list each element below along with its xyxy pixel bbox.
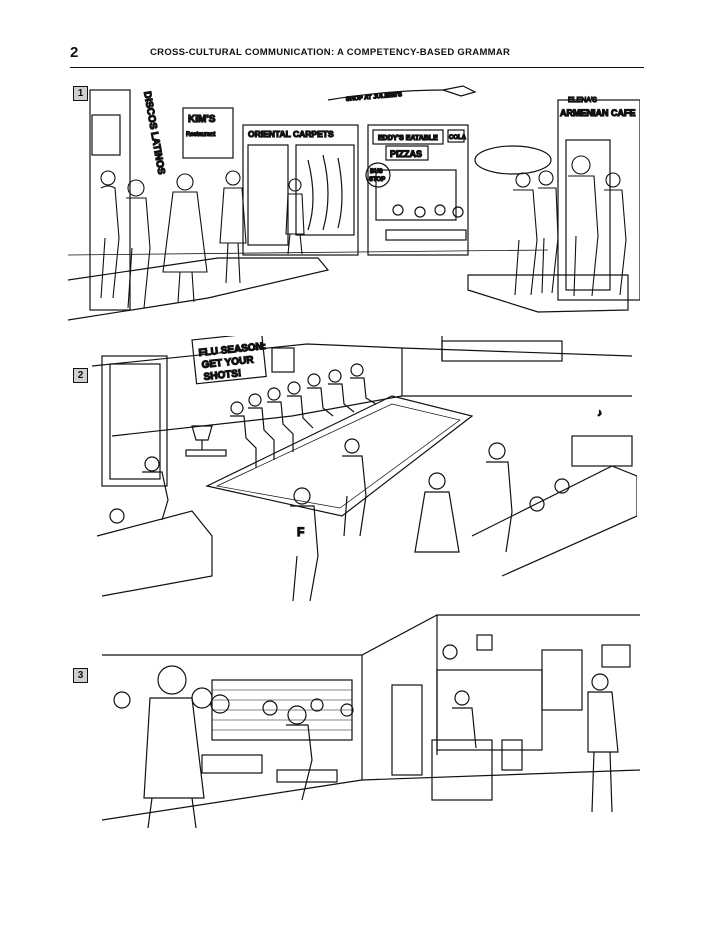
elenas-sign-text: ELENA'S <box>568 97 597 104</box>
svg-text:DISCOS LATINOS: DISCOS LATINOS <box>141 91 167 176</box>
panel-number-2: 2 <box>73 368 88 383</box>
discos-latinos-sign: DISCOS LATINOS <box>140 90 167 176</box>
banner-text: SHOP AT JULEEE'S <box>346 92 403 103</box>
page-number: 2 <box>70 44 79 61</box>
bus-stop-text-2: STOP <box>369 177 385 183</box>
shirt-letter: F <box>297 525 304 539</box>
street-scene-illustration: DISCOS LATINOS KIM'S Restaurant ORIENTAL… <box>67 80 641 328</box>
eddys-sign-text: EDDY'S EATABLE <box>378 135 438 142</box>
panel-number-1: 1 <box>73 86 88 101</box>
classroom-illustration <box>92 610 641 835</box>
header-rule <box>70 67 644 68</box>
bus-stop-text-1: BUS <box>370 169 383 175</box>
running-title: CROSS-CULTURAL COMMUNICATION: A COMPETEN… <box>150 47 511 58</box>
armenian-cafe-sign: ARMENIAN CAFE <box>560 108 636 118</box>
waiting-room-illustration: FLU SEASON: GET YOUR SHOTS! F <box>91 332 638 602</box>
panel-number-3: 3 <box>73 668 88 683</box>
restaurant-sign-text: Restaurant <box>186 132 216 138</box>
pizzas-sign-text: PIZZAS <box>390 149 422 159</box>
page-header: 2 CROSS-CULTURAL COMMUNICATION: A COMPET… <box>70 44 644 66</box>
oriental-carpets-sign: ORIENTAL CARPETS <box>248 129 334 139</box>
svg-text:♪: ♪ <box>597 408 602 419</box>
kims-sign-text: KIM'S <box>188 114 216 125</box>
flu-sign-line-3: SHOTS! <box>203 368 242 383</box>
cola-sign-text: COLA <box>449 135 467 141</box>
